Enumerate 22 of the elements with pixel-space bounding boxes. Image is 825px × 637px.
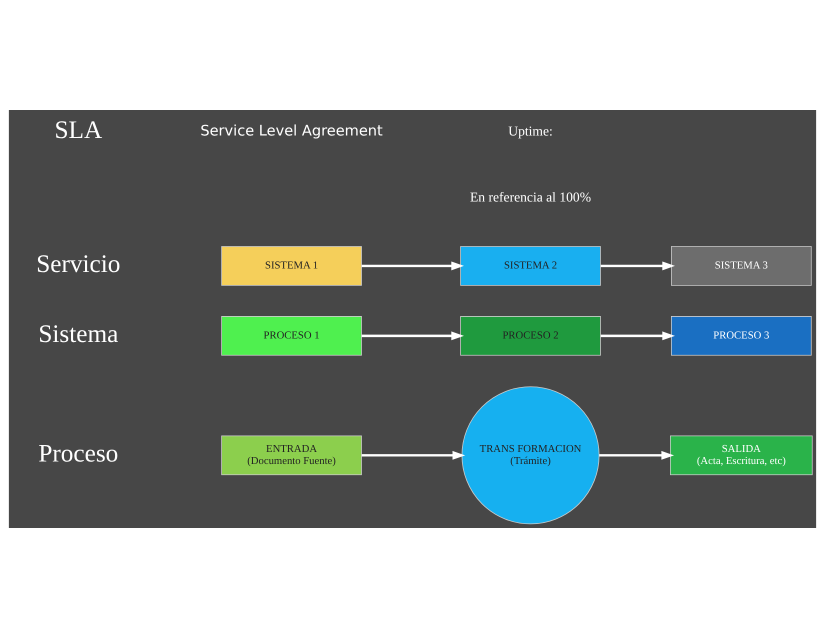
node-box: ENTRADA (Documento Fuente) <box>221 435 362 475</box>
arrow <box>362 450 466 460</box>
label: Uptime: <box>508 122 553 138</box>
node-box: SALIDA (Acta, Escritura, etc) <box>670 435 813 475</box>
node-box: PROCESO 1 <box>221 316 362 356</box>
node-circle: TRANS FORMACION (Trámite) <box>462 386 600 524</box>
label: SLA <box>54 115 102 144</box>
label: Proceso <box>38 438 118 467</box>
arrow <box>362 260 464 270</box>
arrow <box>599 450 674 460</box>
label: En referencia al 100% <box>470 189 592 204</box>
node-box: SISTEMA 3 <box>671 246 812 286</box>
arrow <box>362 330 464 340</box>
node-box: SISTEMA 1 <box>221 246 362 286</box>
label: Servicio <box>36 250 120 278</box>
arrow <box>600 330 675 340</box>
label: Sistema <box>38 319 118 348</box>
label: Service Level Agreement <box>200 122 383 139</box>
node-box: SISTEMA 2 <box>460 246 601 286</box>
node-box: PROCESO 3 <box>671 316 812 356</box>
arrow <box>600 260 675 270</box>
node-box: PROCESO 2 <box>460 316 601 356</box>
